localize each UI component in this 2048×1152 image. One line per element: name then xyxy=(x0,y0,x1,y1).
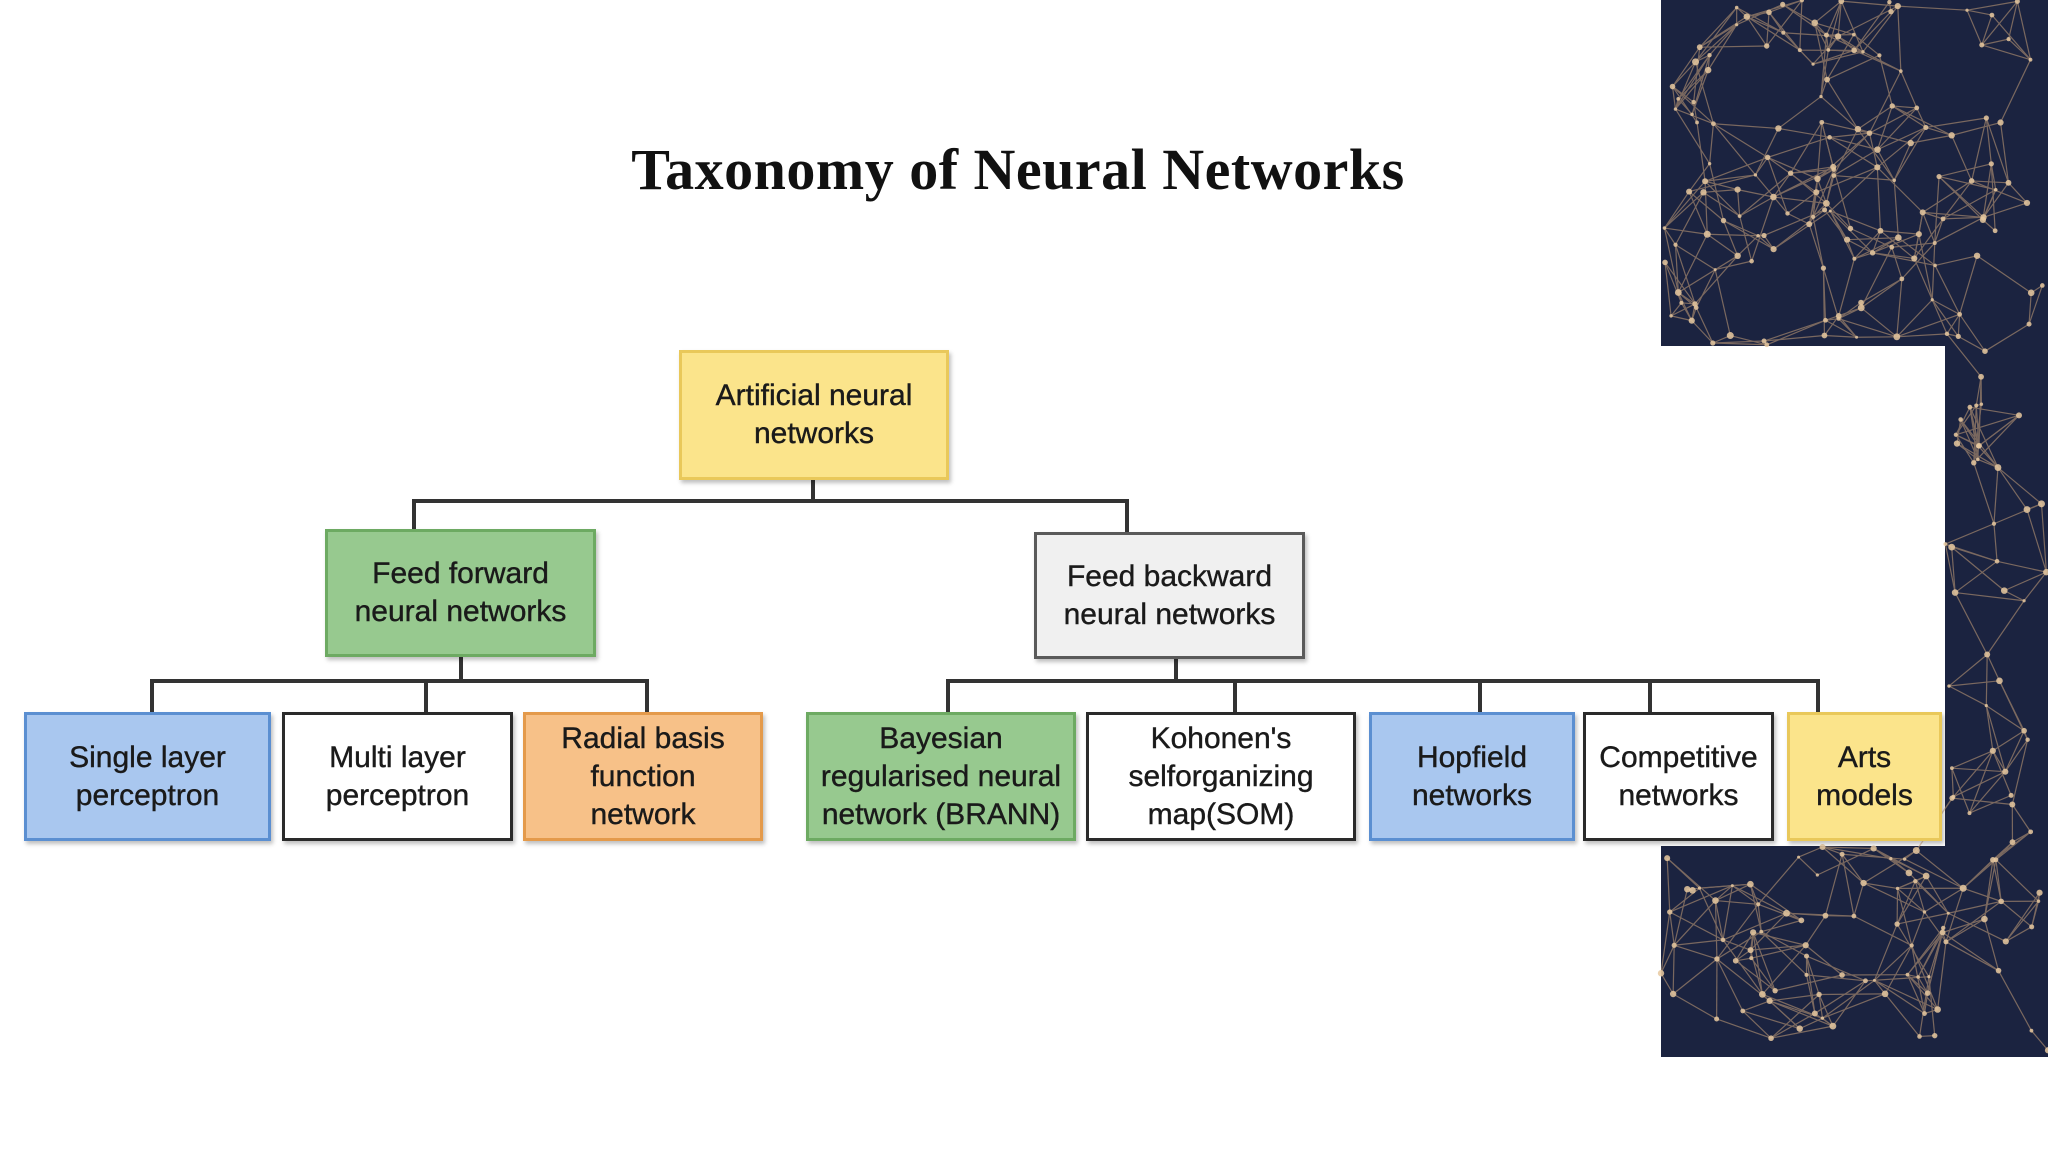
connector-root xyxy=(412,480,1129,533)
node-arts-models: Arts models xyxy=(1787,712,1942,841)
node-feed-forward: Feed forward neural networks xyxy=(325,529,596,657)
node-artificial-neural-networks: Artificial neural networks xyxy=(679,350,949,480)
connector-feed-forward xyxy=(150,657,649,713)
node-kohonen-som: Kohonen's selforganizing map(SOM) xyxy=(1086,712,1356,841)
node-single-layer-perceptron: Single layer perceptron xyxy=(24,712,271,841)
node-competitive-networks: Competitive networks xyxy=(1583,712,1774,841)
node-hopfield-networks: Hopfield networks xyxy=(1369,712,1575,841)
slide-title: Taxonomy of Neural Networks xyxy=(631,137,1405,202)
node-bayesian-regularised-network: Bayesian regularised neural network (BRA… xyxy=(806,712,1076,841)
node-multi-layer-perceptron: Multi layer perceptron xyxy=(282,712,513,841)
node-radial-basis-function-network: Radial basis function network xyxy=(523,712,763,841)
connector-feed-backward xyxy=(946,659,1820,713)
node-feed-backward: Feed backward neural networks xyxy=(1034,532,1305,659)
